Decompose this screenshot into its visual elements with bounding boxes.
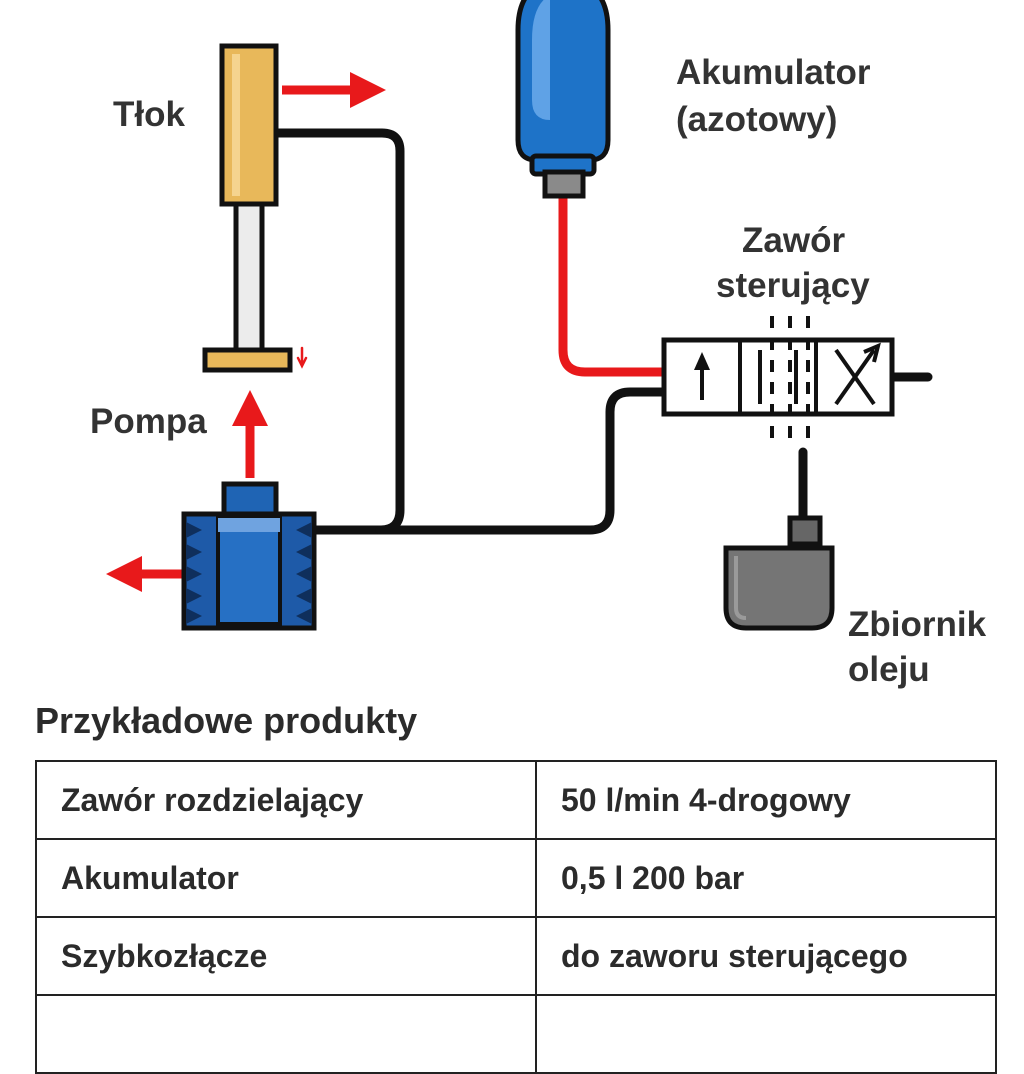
accumulator-highlight (532, 0, 550, 120)
accumulator-to-valve-line (558, 191, 667, 377)
valve-body (661, 337, 895, 417)
pump-chamber (216, 516, 282, 626)
label-tank-line1: Zbiornik (848, 605, 987, 644)
accumulator-body (515, 0, 611, 163)
product-name: Zawór rozdzielający (35, 760, 537, 840)
pump-serration-left (186, 522, 202, 624)
small-arrow-icon (296, 346, 308, 369)
products-title: Przykładowe produkty (35, 700, 418, 741)
accumulator-port (542, 169, 586, 199)
oil-tank (723, 515, 835, 631)
arrow-up-icon (694, 352, 710, 400)
piston-body-highlight (232, 54, 240, 196)
tank-cap (787, 515, 823, 547)
control-valve (661, 316, 895, 440)
label-accumulator-line1: Akumulator (676, 53, 871, 92)
label-valve-line1: Zawór (742, 221, 845, 260)
product-name (35, 994, 537, 1074)
product-spec: 50 l/min 4-drogowy (535, 760, 997, 840)
return-lines (271, 128, 933, 535)
pump (181, 481, 317, 631)
piston-body (219, 43, 279, 207)
label-pump: Pompa (90, 402, 207, 441)
piston-cylinder (202, 43, 293, 373)
table-row: Szybkozłącze do zaworu sterującego (35, 916, 997, 996)
product-name: Szybkozłącze (35, 916, 537, 996)
piston-to-pump-line (271, 128, 405, 535)
product-spec: do zaworu sterującego (535, 916, 997, 996)
label-valve-line2: sterujący (716, 266, 870, 305)
piston-foot (202, 347, 293, 373)
table-row (35, 994, 997, 1074)
table-row: Akumulator 0,5 l 200 bar (35, 838, 997, 918)
pump-serration-right (296, 522, 312, 624)
label-tank-line2: oleju (848, 650, 930, 689)
product-spec (535, 994, 997, 1074)
piston-rod (233, 201, 265, 353)
pump-to-valve-line (375, 387, 669, 535)
product-spec: 0,5 l 200 bar (535, 838, 997, 918)
accumulator (515, 0, 611, 199)
product-name: Akumulator (35, 838, 537, 918)
pump-chamber-top (218, 518, 280, 532)
valve-block-icon (758, 350, 798, 404)
label-piston: Tłok (113, 95, 185, 134)
hydraulic-diagram: Tłok Pompa Akumulator (azotowy) Zawór st… (90, 0, 987, 689)
cross-arrows-icon (834, 342, 881, 406)
table-row: Zawór rozdzielający 50 l/min 4-drogowy (35, 760, 997, 840)
products-table: Zawór rozdzielający 50 l/min 4-drogowy A… (35, 760, 997, 1074)
flow-arrows (106, 72, 386, 592)
label-accumulator-line2: (azotowy) (676, 100, 837, 139)
tank-body (723, 545, 835, 631)
